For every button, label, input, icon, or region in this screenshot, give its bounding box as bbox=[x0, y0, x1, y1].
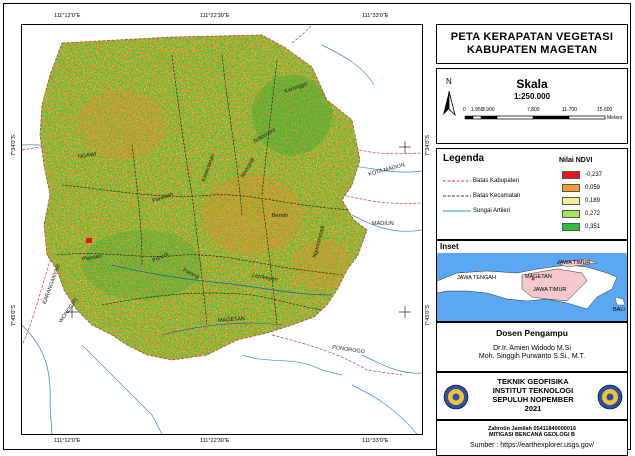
scale-tick-4: 11.700 bbox=[562, 107, 577, 113]
ndvi-swatch-3 bbox=[562, 197, 580, 205]
inset-map[interactable] bbox=[437, 241, 627, 321]
ndvi-swatch-1 bbox=[562, 171, 580, 179]
course-line: MITIGASI BENCANA GEOLOGI B bbox=[489, 432, 575, 438]
institution-year: 2021 bbox=[524, 404, 542, 413]
scale-ratio: 1:250.000 bbox=[513, 92, 551, 101]
inset-label-jawa-timur-north: JAWA TIMUR bbox=[557, 260, 591, 266]
ndvi-swatch-5 bbox=[562, 223, 580, 231]
coord-right-1: 7°34'0"S bbox=[425, 134, 431, 156]
scale-heading: Skala bbox=[516, 77, 548, 91]
inset-label-jawa-tengah: JAWA TENGAH bbox=[457, 275, 496, 281]
ndvi-value-2: 0,059 bbox=[585, 185, 601, 191]
scale-tick-5: 15.600 bbox=[597, 107, 613, 113]
lecturer-box: Dosen Pengampu Dr.Ir. Amien Widodo M.Si … bbox=[436, 322, 628, 372]
lecturer-name-1: Dr.Ir. Amien Widodo M.Si bbox=[493, 345, 571, 352]
inset-heading: Inset bbox=[440, 242, 459, 251]
scale-graphic bbox=[443, 90, 606, 120]
river-line bbox=[81, 344, 163, 434]
north-arrow-icon bbox=[443, 90, 456, 117]
ndvi-heading: Nilai NDVI bbox=[559, 157, 593, 164]
inset-label-magetan: MAGETAN bbox=[525, 274, 552, 280]
scale-bar bbox=[464, 115, 606, 120]
boundary-line bbox=[22, 254, 53, 346]
inset-label-bali: BALI bbox=[613, 307, 625, 313]
legend-line-label-2: Batas Kecamatan bbox=[473, 193, 521, 199]
coord-top-1: 111°12'0"E bbox=[54, 13, 81, 19]
label-madiun: MADIUN bbox=[372, 221, 394, 227]
map-title-line1: PETA KERAPATAN VEGETASI bbox=[450, 31, 614, 43]
its-logo-left-icon bbox=[443, 384, 469, 410]
coord-bottom-3: 111°33'0"E bbox=[362, 438, 389, 444]
boundary-line bbox=[291, 25, 313, 44]
river-line bbox=[361, 354, 422, 374]
river-line bbox=[351, 214, 422, 232]
institution-line-2: INSTITUT TEKNOLOGI bbox=[492, 386, 574, 395]
map-title-line2: KABUPATEN MAGETAN bbox=[466, 44, 598, 56]
legend-line-symbols bbox=[443, 180, 471, 212]
inset-label-jawa-timur: JAWA TIMUR bbox=[533, 287, 567, 293]
inset-box: Inset JAWA TENGAH MAGETAN JAWA TIMUR JAW… bbox=[436, 240, 628, 322]
scale-tick-2: 3.900 bbox=[482, 107, 495, 113]
north-label: N bbox=[446, 77, 452, 86]
map-sheet: 111°12'0"E 111°22'30"E 111°33'0"E 111°12… bbox=[3, 3, 631, 456]
map-frame[interactable]: Karanggo NGAWI KOTA MADIUN MADIUN KARANG… bbox=[21, 24, 423, 435]
layout-panel: PETA KERAPATAN VEGETASI KABUPATEN MAGETA… bbox=[436, 24, 628, 456]
scale-tick-3: 7.800 bbox=[527, 107, 540, 113]
coord-left-2: 7°45'0"S bbox=[11, 304, 17, 326]
ndvi-swatch-2 bbox=[562, 184, 580, 192]
label-bendo: Bendo bbox=[272, 213, 288, 219]
coord-bottom-1: 111°12'0"E bbox=[54, 438, 81, 444]
boundary-line bbox=[341, 194, 422, 204]
scale-box: N Skala 1:250.000 0 1.950 3.900 7.800 11… bbox=[436, 68, 628, 144]
scale-tick-0: 0 bbox=[463, 107, 466, 113]
river-line bbox=[321, 44, 375, 86]
legend-heading: Legenda bbox=[443, 153, 485, 164]
institution-line-1: TEKNIK GEOFISIKA bbox=[497, 377, 569, 386]
ndvi-swatch-4 bbox=[562, 210, 580, 218]
ndvi-map[interactable] bbox=[22, 25, 422, 434]
institution-box: TEKNIK GEOFISIKA INSTITUT TEKNOLOGI SEPU… bbox=[436, 372, 628, 420]
coord-right-2: 7°45'0"S bbox=[425, 304, 431, 326]
its-logo-right-icon bbox=[597, 384, 623, 410]
river-line bbox=[22, 324, 53, 434]
coord-top-2: 111°22'30"E bbox=[200, 13, 230, 19]
scale-tick-1: 1.950 bbox=[471, 107, 484, 113]
coord-top-3: 111°33'0"E bbox=[362, 13, 389, 19]
author-line: Zahrotin Jamilah 05411840000016 bbox=[487, 426, 577, 432]
ndvi-region[interactable] bbox=[22, 25, 422, 434]
source-line: Sumber : https://earthexplorer.usgs.gov/ bbox=[469, 442, 595, 449]
ndvi-value-4: 0,272 bbox=[585, 211, 601, 217]
ndvi-value-1: -0,237 bbox=[585, 172, 603, 178]
legend-line-label-3: Sungai Artileri bbox=[473, 208, 511, 214]
scale-unit: Meters bbox=[607, 115, 623, 121]
coord-left-1: 7°34'0"S bbox=[11, 134, 17, 156]
title-box: PETA KERAPATAN VEGETASI KABUPATEN MAGETA… bbox=[436, 24, 628, 64]
regency-boundary bbox=[39, 34, 368, 361]
coord-bottom-2: 111°22'30"E bbox=[200, 438, 230, 444]
river-line bbox=[241, 354, 343, 376]
legend-line-label-1: Batas Kabupaten bbox=[473, 178, 520, 184]
ndvi-value-5: 0,351 bbox=[585, 224, 601, 230]
river-line bbox=[351, 384, 418, 434]
ndvi-value-3: 0,189 bbox=[585, 198, 601, 204]
legend-box: Legenda Nilai NDVI Batas Kabupaten Batas… bbox=[436, 148, 628, 240]
institution-line-3: SEPULUH NOPEMBER bbox=[492, 395, 574, 404]
credit-box: Zahrotin Jamilah 05411840000016 MITIGASI… bbox=[436, 420, 628, 456]
lecturer-name-2: Moh. Singgih Purwanto S.Si., M.T. bbox=[478, 353, 586, 360]
lecturer-heading: Dosen Pengampu bbox=[496, 328, 568, 338]
boundary-line bbox=[271, 334, 403, 376]
